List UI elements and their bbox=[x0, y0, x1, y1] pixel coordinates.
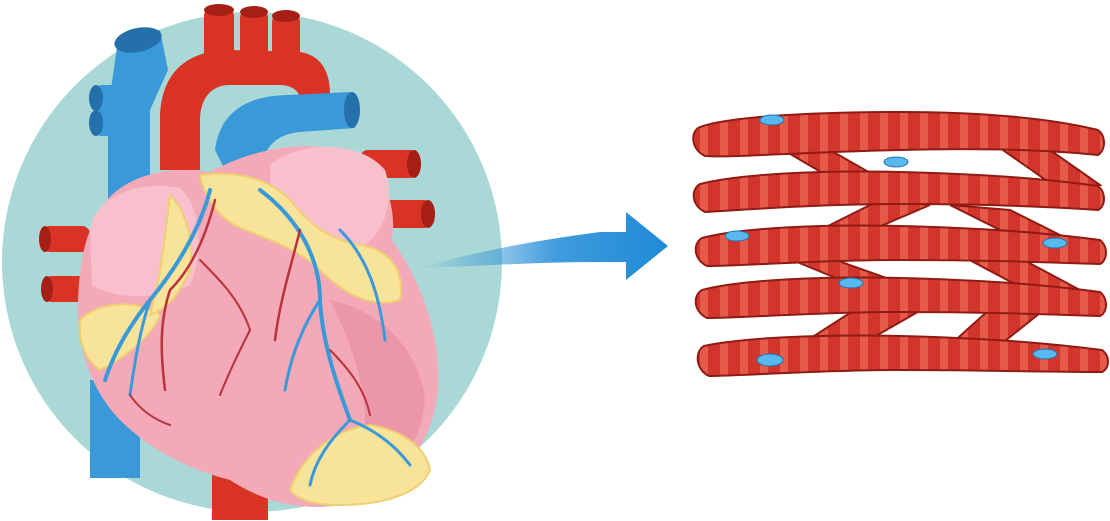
coronary-vessels bbox=[103, 188, 412, 487]
nucleus bbox=[759, 114, 785, 126]
muscle-fiber-2 bbox=[692, 156, 1105, 214]
nucleus bbox=[1042, 237, 1068, 249]
muscle-fiber-3 bbox=[694, 224, 1107, 268]
nucleus bbox=[883, 156, 909, 168]
magnify-arrow bbox=[420, 212, 668, 280]
aortic-arch bbox=[160, 4, 330, 170]
nucleus bbox=[838, 277, 864, 289]
muscle-fiber-1 bbox=[692, 110, 1105, 158]
nucleus bbox=[1032, 348, 1058, 360]
nucleus bbox=[724, 230, 750, 242]
heart-illustration bbox=[2, 4, 502, 520]
nucleus bbox=[756, 353, 784, 367]
coronary-fat bbox=[78, 172, 432, 507]
muscle-fiber-4 bbox=[694, 276, 1107, 320]
muscle-fiber-5 bbox=[696, 334, 1109, 378]
superior-vena-cava bbox=[89, 27, 168, 200]
cardiac-muscle-fibers bbox=[692, 110, 1109, 378]
